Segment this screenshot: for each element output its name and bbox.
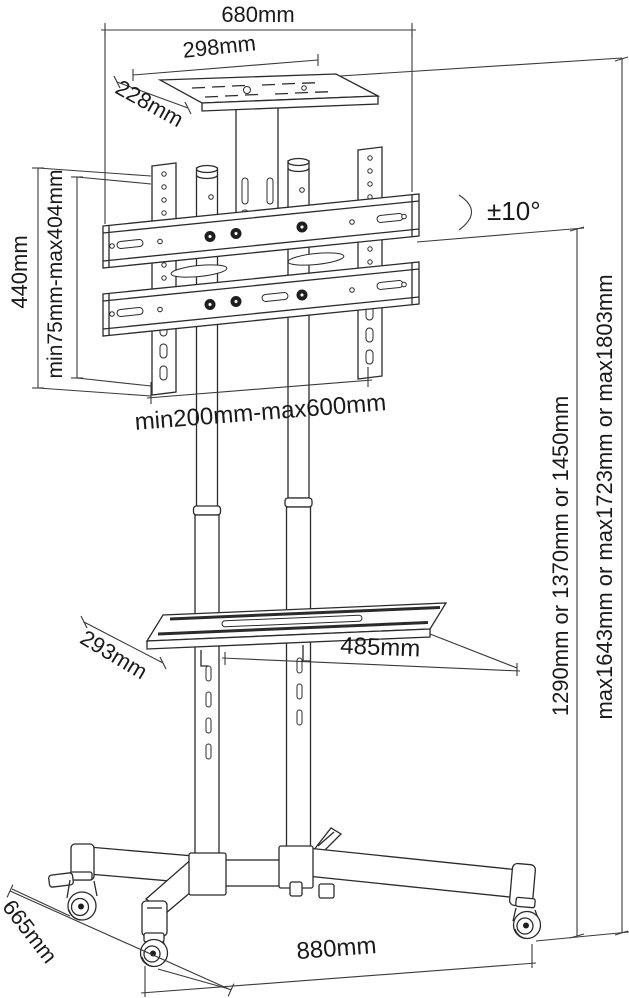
- dim-max-height-label: max1643mm or max1723mm or max1803mm: [592, 274, 617, 719]
- caster-front-left: [139, 932, 169, 968]
- caster-brake-lever: [48, 872, 74, 888]
- tv-outline-panel: [32, 167, 152, 397]
- dim-overall-width-label: 680mm: [221, 2, 294, 27]
- caster-front-right: [512, 896, 542, 940]
- dim-max-height: max1643mm or max1723mm or max1803mm: [339, 56, 629, 936]
- vesa-left-rail: [151, 162, 177, 396]
- dim-base-width-label: 880mm: [295, 932, 377, 965]
- base-gusset-bracket: [311, 827, 343, 853]
- dim-shelf-width: 485mm: [221, 632, 521, 676]
- center-support-plate: [235, 97, 279, 223]
- dim-vesa-vertical: min75mm-max404mm: [44, 170, 67, 379]
- bracket-rail-bottom: [102, 261, 420, 337]
- base-hub: [188, 845, 335, 899]
- dim-bracket-height-label: 440mm: [7, 235, 32, 308]
- dim-tray-width: 298mm: [132, 30, 319, 81]
- dim-base-depth: 665mm: [0, 884, 235, 997]
- tilt-angle-label: ±10°: [487, 196, 541, 226]
- base-front-right-leg: [306, 847, 537, 908]
- dim-shelf-width-label: 485mm: [340, 632, 421, 662]
- bracket-mid-ovals: [170, 252, 345, 278]
- top-tray: [157, 73, 381, 112]
- dim-shelf-depth-label: 293mm: [76, 625, 152, 684]
- dim-overall-width: 680mm: [101, 2, 416, 224]
- base-rear-left-leg: [70, 843, 206, 885]
- dim-column-height-label: 1290mm or 1370mm or 1450mm: [548, 396, 573, 716]
- middle-shelf: [145, 602, 448, 667]
- dim-base-depth-label: 665mm: [0, 895, 62, 968]
- shelf-hook-left: [200, 650, 208, 667]
- dim-column-height: 1290mm or 1370mm or 1450mm: [416, 226, 585, 939]
- ground-reference-line: [535, 931, 629, 942]
- tilt-arc-icon: [458, 194, 473, 231]
- caster-rear-left: [48, 871, 98, 921]
- dim-shelf-depth: 293mm: [76, 615, 167, 684]
- dim-bracket-height: 440mm: [7, 235, 32, 308]
- vesa-right-rail: [357, 146, 383, 380]
- dim-vesa-vertical-label: min75mm-max404mm: [44, 170, 67, 379]
- tilt-indicator: ±10°: [458, 194, 541, 231]
- dim-base-width: 880mm: [140, 932, 537, 997]
- base: [48, 827, 542, 968]
- dim-tray-width-label: 298mm: [181, 30, 257, 63]
